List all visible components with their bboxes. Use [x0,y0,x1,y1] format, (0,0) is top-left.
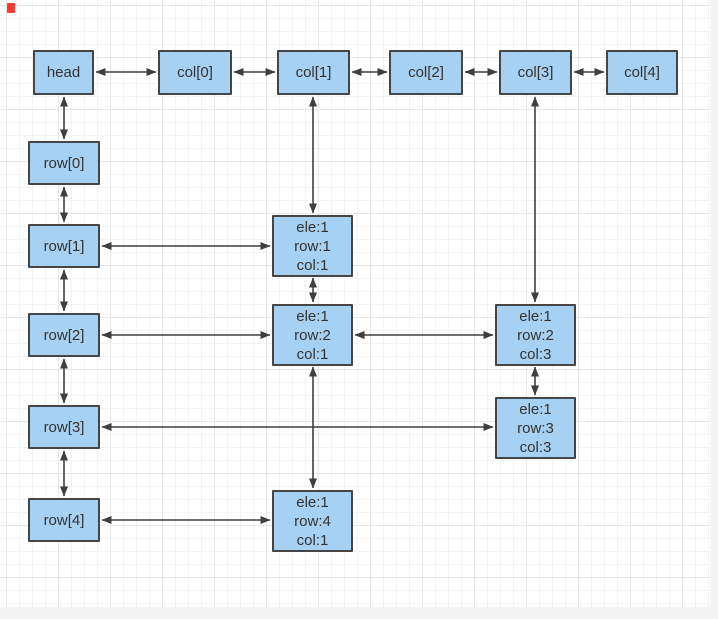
element-line: ele:1 [296,307,329,325]
diagram-canvas: head col[0] col[1] col[2] col[3] col[4] … [0,0,710,607]
node-head[interactable]: head [33,50,94,95]
element-line: row:2 [294,326,331,344]
node-row-4[interactable]: row[4] [28,498,100,542]
node-label: col[4] [624,64,660,81]
element-line: row:4 [294,512,331,530]
element-line: row:3 [517,419,554,437]
node-element-r2c3[interactable]: ele:1 row:2 col:3 [495,304,576,366]
red-marker [7,3,15,13]
edges-layer [60,68,605,524]
element-line: col:1 [296,345,329,363]
node-label: row[1] [43,237,85,255]
node-label: head [46,64,81,81]
node-col-1[interactable]: col[1] [277,50,350,95]
element-line: col:1 [296,531,329,549]
element-line: ele:1 [296,493,329,511]
element-line: ele:1 [296,218,329,236]
element-line: col:3 [519,438,552,456]
element-line: row:1 [294,237,331,255]
node-label: col[3] [517,64,554,81]
node-label: row[4] [43,511,85,529]
element-line: col:1 [296,256,329,274]
node-label: col[1] [295,64,332,81]
element-line: ele:1 [519,307,552,325]
node-col-4[interactable]: col[4] [606,50,678,95]
node-element-r2c1[interactable]: ele:1 row:2 col:1 [272,304,353,366]
node-element-r1c1[interactable]: ele:1 row:1 col:1 [272,215,353,277]
node-element-r4c1[interactable]: ele:1 row:4 col:1 [272,490,353,552]
node-col-2[interactable]: col[2] [389,50,463,95]
node-col-0[interactable]: col[0] [158,50,232,95]
node-element-r3c3[interactable]: ele:1 row:3 col:3 [495,397,576,459]
node-row-0[interactable]: row[0] [28,141,100,185]
node-row-1[interactable]: row[1] [28,224,100,268]
node-row-3[interactable]: row[3] [28,405,100,449]
node-label: row[3] [43,418,85,436]
node-label: col[0] [177,64,213,81]
element-line: col:3 [519,345,552,363]
node-row-2[interactable]: row[2] [28,313,100,357]
node-label: row[2] [43,326,85,344]
node-label: row[0] [43,154,85,172]
element-line: row:2 [517,326,554,344]
node-label: col[2] [408,64,444,81]
element-line: ele:1 [519,400,552,418]
node-col-3[interactable]: col[3] [499,50,572,95]
